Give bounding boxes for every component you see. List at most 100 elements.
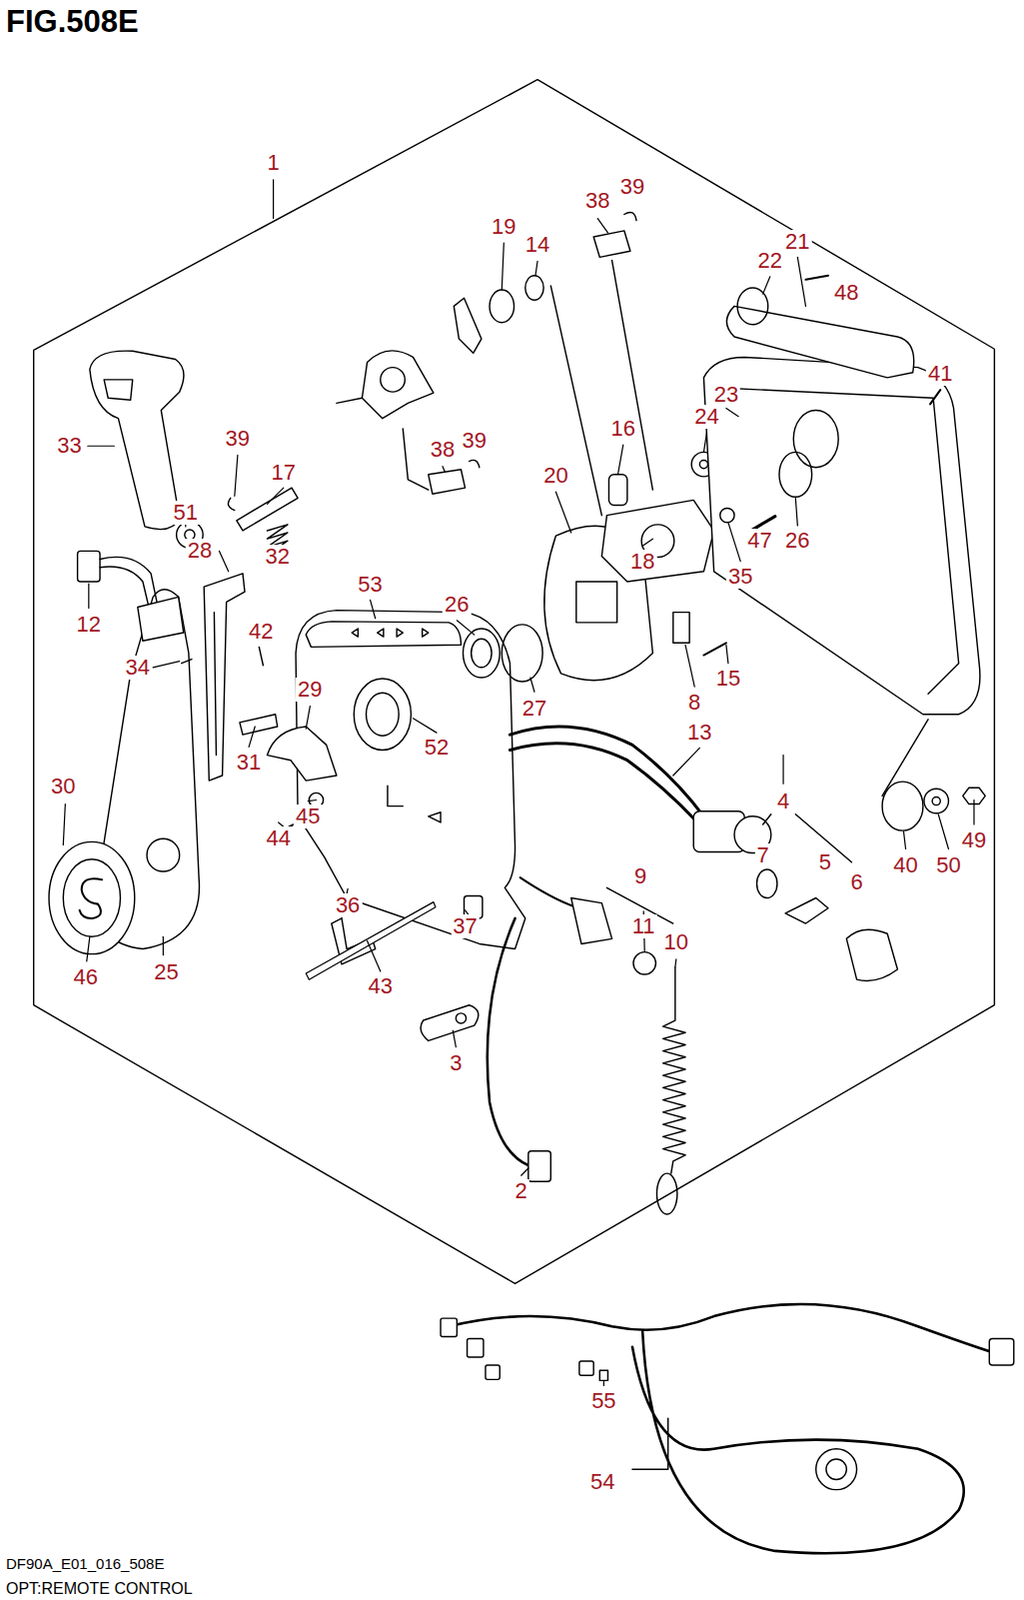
part-outline — [162, 936, 164, 955]
part-outline — [336, 397, 429, 490]
part-outline — [467, 1338, 484, 1357]
part-outline — [258, 646, 263, 665]
part-outline — [608, 474, 627, 506]
callout-number: 32 — [262, 544, 291, 569]
part-outline — [361, 350, 433, 419]
part-outline — [728, 522, 741, 562]
part-outline — [266, 726, 336, 781]
callout-number: 20 — [541, 463, 570, 488]
part-outline — [521, 1167, 529, 1175]
callout-number: 46 — [71, 965, 100, 990]
part-group — [62, 179, 975, 1386]
part-outline — [79, 878, 102, 919]
callout-number: 42 — [246, 619, 275, 644]
callout-number: 29 — [295, 677, 324, 702]
callout-number: 44 — [263, 826, 292, 851]
part-outline — [33, 79, 996, 1284]
callout-number: 33 — [54, 433, 83, 458]
callout-number: 24 — [692, 404, 721, 429]
part-outline — [601, 499, 714, 582]
callout-number: 50 — [934, 853, 963, 878]
part-outline — [932, 796, 941, 805]
part-outline — [509, 726, 704, 817]
figure-code: DF90A_E01_016_508E — [5, 1555, 164, 1571]
part-outline — [234, 454, 238, 496]
part-outline — [726, 644, 729, 663]
callout-number: 39 — [223, 426, 252, 451]
callout-number: 36 — [333, 893, 362, 918]
part-outline — [656, 1172, 677, 1214]
callout-number: 41 — [926, 361, 955, 386]
callout-number: 6 — [848, 870, 865, 895]
part-outline — [618, 444, 624, 474]
part-outline — [989, 1338, 1015, 1366]
part-outline — [555, 491, 571, 533]
part-outline — [882, 719, 929, 797]
callout-number: 38 — [428, 437, 457, 462]
part-outline — [218, 550, 228, 571]
part-outline — [597, 218, 608, 233]
callout-number: 12 — [74, 612, 103, 637]
part-outline — [137, 596, 184, 641]
callout-number: 38 — [583, 188, 612, 213]
part-outline — [826, 1458, 847, 1479]
callout-number: 15 — [714, 666, 743, 691]
part-outline — [469, 459, 480, 467]
part-outline — [703, 356, 980, 714]
part-outline — [806, 275, 829, 280]
part-outline — [612, 259, 654, 490]
part-outline — [576, 581, 618, 623]
part-outline — [353, 678, 411, 750]
part-outline — [535, 260, 538, 275]
part-outline — [779, 451, 813, 497]
part-outline — [227, 497, 234, 510]
part-outline — [428, 469, 466, 495]
part-outline — [248, 726, 255, 747]
callout-number: 52 — [422, 735, 451, 760]
part-outline — [501, 242, 504, 290]
part-outline — [720, 508, 735, 523]
part-outline — [305, 902, 436, 981]
part-outline — [793, 410, 839, 468]
callout-number: 4 — [775, 789, 792, 814]
figure-title: FIG.508E — [5, 3, 139, 40]
part-outline — [440, 1317, 457, 1336]
callout-number: 7 — [755, 843, 772, 868]
part-outline — [593, 230, 631, 258]
part-outline — [453, 297, 482, 353]
part-outline — [520, 877, 574, 907]
part-outline — [525, 275, 544, 301]
callout-number: 39 — [459, 428, 488, 453]
part-outline — [489, 289, 515, 323]
callout-number: 28 — [185, 538, 214, 563]
figure-caption: OPT:REMOTE CONTROL — [5, 1579, 193, 1598]
part-outline — [685, 644, 695, 687]
part-outline — [455, 1013, 466, 1024]
callout-number: 35 — [726, 564, 755, 589]
part-outline — [509, 743, 698, 823]
callout-number: 34 — [123, 655, 152, 680]
part-outline — [48, 841, 135, 954]
part-outline — [152, 661, 180, 668]
part-outline — [663, 967, 686, 1173]
callout-number: 1 — [264, 150, 281, 175]
part-outline — [412, 718, 436, 733]
part-outline — [351, 628, 429, 637]
part-outline — [924, 788, 950, 814]
callout-number: 25 — [151, 960, 180, 985]
callout-number: 9 — [632, 864, 649, 889]
part-outline — [599, 1369, 608, 1380]
callout-number: 37 — [450, 914, 479, 939]
part-outline — [367, 940, 381, 972]
part-outline — [305, 706, 310, 729]
part-outline — [380, 367, 406, 393]
part-outline — [239, 714, 278, 735]
callout-number: 3 — [447, 1050, 464, 1075]
part-outline — [782, 755, 784, 785]
part-outline — [930, 389, 941, 404]
part-outline — [719, 387, 960, 694]
part-outline — [528, 1150, 551, 1182]
part-outline — [603, 1380, 605, 1385]
part-outline — [236, 487, 298, 531]
part-outline — [642, 538, 653, 546]
